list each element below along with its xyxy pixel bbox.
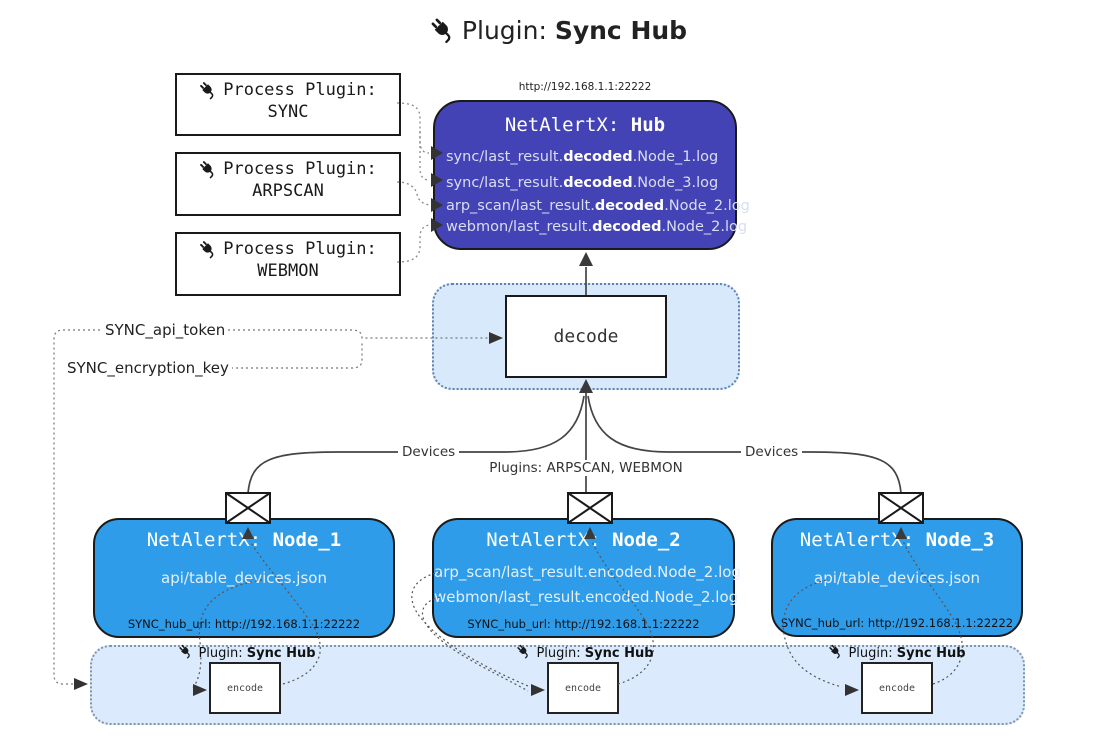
process-plugin-name: SYNC bbox=[267, 102, 309, 122]
edge-label-devices-left: Devices bbox=[398, 444, 460, 460]
node-hub-url: SYNC_hub_url: http://192.168.1.1:22222 bbox=[780, 616, 1014, 630]
process-plugin-box-arpscan: Process Plugin: ARPSCAN bbox=[175, 152, 401, 216]
node-file-list: api/table_devices.json bbox=[773, 566, 1021, 591]
node-title: NetAlertX: Node_1 bbox=[146, 529, 342, 551]
page-title-prefix: Plugin: bbox=[461, 16, 555, 45]
plug-icon bbox=[199, 240, 218, 259]
node-hub-url: SYNC_hub_url: http://192.168.1.1:22222 bbox=[467, 617, 700, 631]
node-box-node1: NetAlertX: Node_1 api/table_devices.json… bbox=[93, 518, 395, 638]
encode-box: encode bbox=[547, 662, 619, 714]
process-plugin-label: Process Plugin: bbox=[177, 159, 399, 179]
sync-encryption-key-label: SYNC_encryption_key bbox=[64, 359, 232, 377]
hub-log-list: sync/last_result.decoded.Node_1.log sync… bbox=[446, 144, 750, 238]
encode-box: encode bbox=[209, 662, 281, 714]
plug-icon bbox=[516, 644, 531, 659]
node-file: api/table_devices.json bbox=[814, 569, 980, 587]
plug-icon bbox=[828, 644, 843, 659]
encode-plugin-label: Plugin: Sync Hub bbox=[828, 644, 966, 661]
node-box-node3: NetAlertX: Node_3 api/table_devices.json… bbox=[771, 518, 1023, 637]
node-title: NetAlertX: Node_3 bbox=[799, 529, 995, 551]
plug-icon bbox=[178, 644, 193, 659]
hub-box: NetAlertX: Hub sync/last_result.decoded.… bbox=[433, 100, 750, 250]
sync-api-token-label: SYNC_api_token bbox=[102, 321, 229, 339]
process-plugin-box-webmon: Process Plugin: WEBMON bbox=[175, 232, 401, 296]
hub-log-row: sync/last_result.decoded.Node_1.log bbox=[446, 149, 719, 165]
encode-box: encode bbox=[861, 662, 933, 714]
page-title-bold: Sync Hub bbox=[554, 16, 688, 45]
plug-icon bbox=[199, 81, 218, 100]
process-plugin-label: Process Plugin: bbox=[177, 80, 399, 100]
encode-panel-input-arrow bbox=[74, 678, 88, 690]
process-plugin-name: WEBMON bbox=[257, 261, 319, 281]
page-title: Plugin: Sync Hub bbox=[0, 16, 1117, 45]
hub-url-label: http://192.168.1.1:22222 bbox=[518, 81, 652, 93]
decode-box: decode bbox=[505, 295, 667, 378]
node-title: NetAlertX: Node_2 bbox=[486, 529, 681, 551]
hub-log-row: arp_scan/last_result.decoded.Node_2.log bbox=[446, 198, 750, 214]
node-file-list: arp_scan/last_result.encoded.Node_2.log … bbox=[434, 560, 741, 610]
node-file: arp_scan/last_result.encoded.Node_2.log bbox=[434, 563, 741, 581]
encode-plugin-label: Plugin: Sync Hub bbox=[516, 644, 654, 661]
node-file: webmon/last_result.encoded.Node_2.log bbox=[434, 588, 739, 606]
node-hub-url: SYNC_hub_url: http://192.168.1.1:22222 bbox=[127, 617, 361, 631]
hub-log-row: sync/last_result.decoded.Node_3.log bbox=[446, 175, 719, 191]
node-file-list: api/table_devices.json bbox=[95, 566, 393, 591]
edge-label-devices-right: Devices bbox=[741, 444, 803, 460]
hub-bottom-arrow bbox=[579, 252, 593, 266]
encode-plugin-label: Plugin: Sync Hub bbox=[178, 644, 316, 661]
edge-label-plugins: Plugins: ARPSCAN, WEBMON bbox=[485, 460, 687, 476]
hub-title: NetAlertX: Hub bbox=[504, 114, 666, 136]
process-plugin-box-sync: Process Plugin: SYNC bbox=[175, 73, 401, 136]
process-plugin-label: Process Plugin: bbox=[177, 239, 399, 259]
plug-icon bbox=[199, 160, 218, 179]
node-file: api/table_devices.json bbox=[161, 569, 327, 587]
process-plugin-name: ARPSCAN bbox=[252, 181, 324, 201]
plug-icon bbox=[430, 17, 457, 44]
plugin-to-hub-connectors bbox=[396, 102, 431, 263]
node-box-node2: NetAlertX: Node_2 arp_scan/last_result.e… bbox=[432, 518, 741, 638]
hub-log-row: webmon/last_result.decoded.Node_2.log bbox=[446, 219, 748, 235]
